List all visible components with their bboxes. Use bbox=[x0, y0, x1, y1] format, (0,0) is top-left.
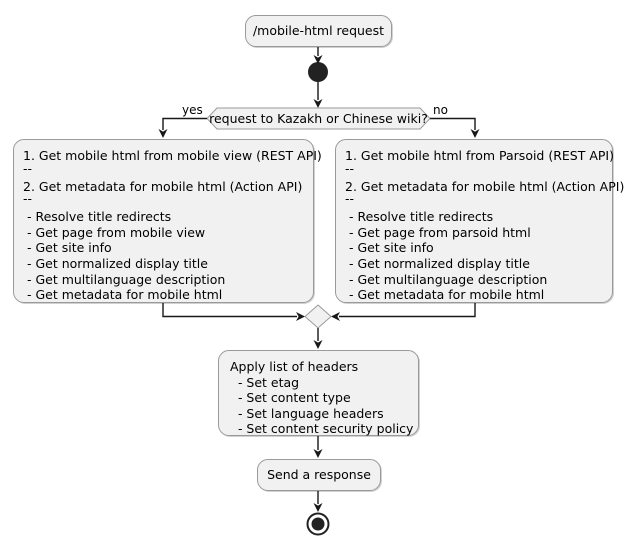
activity-mobile-html-request-label: /mobile-html request bbox=[252, 23, 385, 39]
no-separator-1: -- bbox=[345, 160, 355, 176]
no-detail-item: - Get site info bbox=[345, 240, 434, 256]
yes-separator-2: -- bbox=[23, 191, 33, 207]
activity-send-a-response-label: Send a response bbox=[267, 467, 371, 483]
decision-question-label: request to Kazakh or Chinese wiki? bbox=[209, 111, 428, 126]
yes-detail-item: - Resolve title redirects bbox=[23, 209, 172, 225]
no-detail-item: - Get page from parsoid html bbox=[345, 224, 531, 240]
end-node-center bbox=[311, 517, 325, 531]
no-step-2: 2. Get metadata for mobile html (Action … bbox=[345, 178, 625, 194]
activity-parsoid-branch[interactable]: 1. Get mobile html from Parsoid (REST AP… bbox=[335, 139, 624, 303]
no-detail-item: - Resolve title redirects bbox=[345, 209, 494, 225]
yes-detail-item: - Get multilanguage description bbox=[23, 271, 226, 287]
activity-send-a-response[interactable]: Send a response bbox=[257, 459, 381, 491]
no-detail-list: - Resolve title redirects - Get page fro… bbox=[345, 209, 624, 303]
yes-detail-item: - Get page from mobile view bbox=[23, 224, 206, 240]
no-step-1: 1. Get mobile html from Parsoid (REST AP… bbox=[345, 148, 615, 163]
headers-detail-item: - Set etag bbox=[230, 374, 300, 390]
edge-label-yes: yes bbox=[182, 103, 203, 117]
activity-mobile-html-request[interactable]: /mobile-html request bbox=[245, 15, 392, 47]
no-detail-item: - Get multilanguage description bbox=[345, 271, 548, 287]
edge-no-branch bbox=[430, 117, 480, 138]
headers-detail-item: - Set content type bbox=[230, 390, 351, 406]
yes-step-1: 1. Get mobile html from mobile view (RES… bbox=[23, 148, 322, 163]
merge-diamond-shape bbox=[304, 304, 332, 329]
yes-detail-list: - Resolve title redirects - Get page fro… bbox=[23, 209, 322, 303]
yes-detail-item: - Get normalized display title bbox=[23, 255, 208, 271]
yes-detail-item: - Get site info bbox=[23, 240, 112, 256]
no-separator-2: -- bbox=[345, 191, 355, 207]
headers-detail-item: - Set language headers bbox=[230, 405, 384, 421]
no-detail-item: - Get metadata for mobile html bbox=[345, 287, 545, 303]
edge-left-to-merge bbox=[162, 303, 305, 321]
edge-yes-branch bbox=[158, 117, 207, 138]
start-node-circle bbox=[308, 62, 328, 82]
activity-mobile-view-branch[interactable]: 1. Get mobile html from mobile view (RES… bbox=[13, 139, 322, 303]
edge-right-to-merge bbox=[331, 303, 476, 321]
edge-label-no: no bbox=[433, 103, 448, 117]
yes-separator-1: -- bbox=[23, 160, 33, 176]
yes-step-2: 2. Get metadata for mobile html (Action … bbox=[23, 178, 303, 194]
headers-detail-item: - Set content security policy bbox=[230, 421, 414, 437]
activity-apply-headers[interactable]: Apply list of headers - Set etag - Set c… bbox=[218, 350, 419, 436]
yes-detail-item: - Get metadata for mobile html bbox=[23, 287, 223, 303]
no-detail-item: - Get normalized display title bbox=[345, 255, 530, 271]
headers-title: Apply list of headers bbox=[230, 359, 359, 374]
